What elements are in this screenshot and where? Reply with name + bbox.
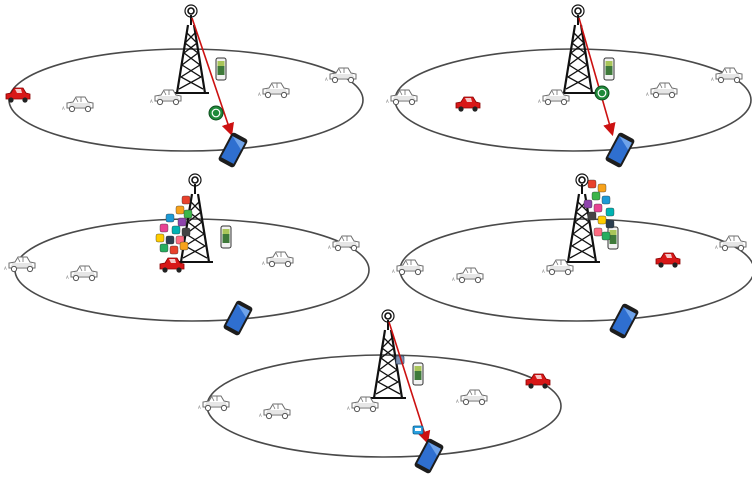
app-icon: [587, 211, 597, 221]
app-icon: [605, 207, 615, 217]
signal-arrow: [388, 321, 431, 445]
car-gray: [455, 389, 488, 406]
car-gray: [258, 403, 291, 420]
coverage-track: [394, 48, 752, 152]
app-icon: [155, 233, 165, 243]
app-icon: [165, 213, 175, 223]
app-icon: [591, 191, 601, 201]
cell-tower: [368, 308, 408, 400]
scene-3: [3, 172, 370, 337]
app-icon: [175, 205, 185, 215]
app-icon: [169, 245, 179, 255]
app-icon: [583, 199, 593, 209]
phone-large: [608, 302, 640, 340]
app-icon: [181, 227, 191, 237]
app-icon: [165, 235, 175, 245]
app-icon: [183, 209, 193, 219]
car-gray: [3, 256, 36, 273]
app-icon-cloud: [155, 195, 193, 255]
car-gray: [197, 395, 230, 412]
whatsapp-icon: [208, 105, 224, 121]
coverage-track: [399, 218, 752, 322]
app-icon: [605, 219, 615, 229]
car-gray: [391, 259, 424, 276]
scene-2: [385, 3, 752, 169]
app-icon: [597, 183, 607, 193]
coverage-track: [206, 354, 562, 458]
scene-1: [5, 3, 364, 169]
app-icon-cloud: [583, 179, 615, 241]
car-gray: [451, 267, 484, 284]
car-red: [5, 87, 31, 104]
car-gray: [385, 89, 418, 106]
scene-4: [391, 172, 752, 340]
app-icon: [171, 225, 181, 235]
coverage-track: [14, 218, 370, 322]
scene-5: [197, 308, 562, 475]
whatsapp-icon: [594, 85, 610, 101]
signal-arrow: [578, 17, 616, 137]
coverage-track: [8, 48, 364, 152]
phone-small: [412, 362, 424, 386]
car-gray: [261, 251, 294, 268]
signal-arrow: [191, 17, 234, 137]
phone-small: [603, 57, 615, 81]
app-icon: [159, 243, 169, 253]
car-gray: [346, 396, 379, 413]
app-icon: [601, 231, 611, 241]
car-red: [455, 96, 481, 113]
car-red: [655, 252, 681, 269]
phone-small: [215, 57, 227, 81]
app-icon: [593, 203, 603, 213]
car-gray: [61, 96, 94, 113]
app-icon: [181, 195, 191, 205]
car-gray: [714, 235, 747, 252]
app-icon: [601, 195, 611, 205]
app-icon: [593, 227, 603, 237]
car-gray: [645, 82, 678, 99]
message-icon: [412, 425, 424, 435]
app-icon: [179, 241, 189, 251]
app-icon: [177, 217, 187, 227]
car-gray: [65, 265, 98, 282]
app-icon: [587, 179, 597, 189]
app-icon: [159, 223, 169, 233]
app-icon: [597, 215, 607, 225]
phone-small: [220, 225, 232, 249]
car-gray: [257, 82, 290, 99]
